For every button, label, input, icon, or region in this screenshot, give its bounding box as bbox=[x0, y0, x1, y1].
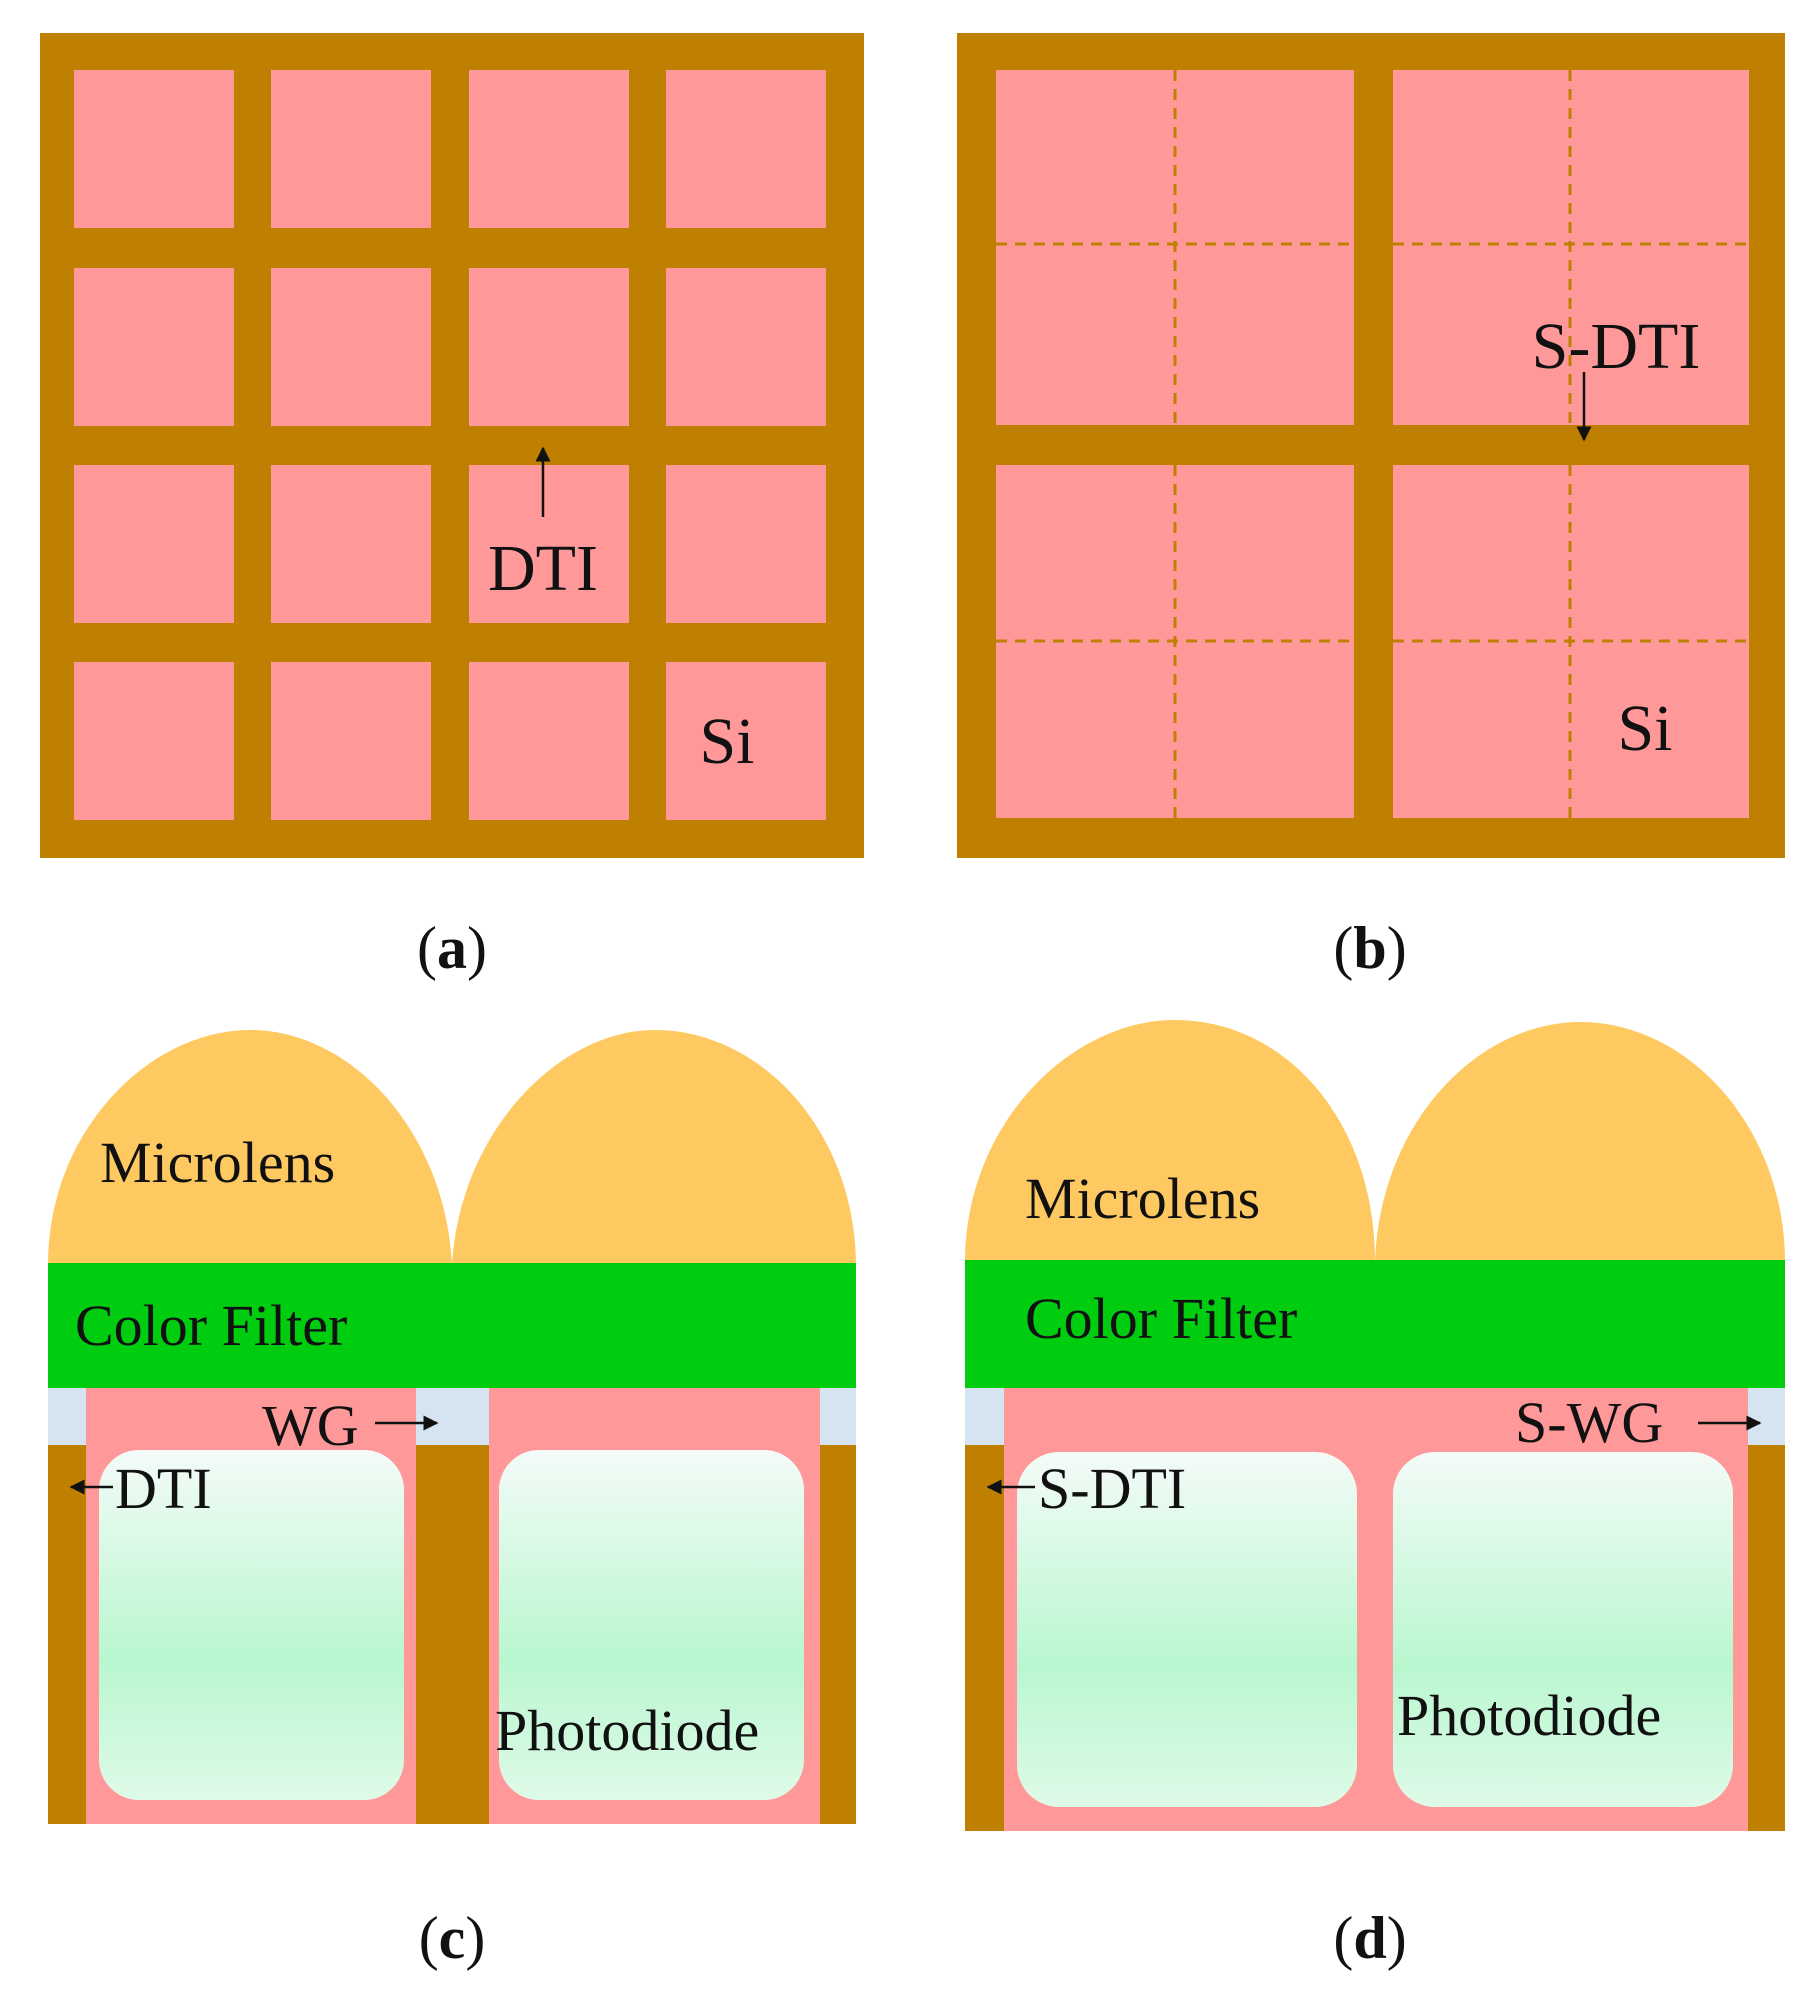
s-dti-label: S-DTI bbox=[1038, 1456, 1186, 1521]
silicon-pixel bbox=[271, 70, 431, 228]
photodiode bbox=[499, 1450, 804, 1800]
silicon-pixel bbox=[469, 465, 629, 623]
panel-b: S-DTI Si (b) bbox=[957, 33, 1785, 981]
panel-c: Microlens Color Filter WG DTI Photodiode… bbox=[48, 1030, 856, 1971]
silicon-pixel bbox=[271, 465, 431, 623]
silicon-pixel bbox=[271, 268, 431, 426]
microlens-left bbox=[48, 1030, 452, 1265]
silicon-pixel bbox=[666, 70, 826, 228]
silicon-pixel bbox=[271, 662, 431, 820]
s-dti-wall bbox=[965, 1445, 1004, 1831]
color-filter-label: Color Filter bbox=[75, 1293, 347, 1358]
s-dti-wall bbox=[1748, 1445, 1785, 1831]
caption-c-letter: c bbox=[439, 1905, 466, 1971]
silicon-pixel bbox=[666, 662, 826, 820]
si-label: Si bbox=[1617, 692, 1672, 765]
photodiode-label: Photodiode bbox=[495, 1698, 759, 1763]
shallow-waveguide bbox=[965, 1388, 1004, 1445]
panel-d: Microlens Color Filter S-WG S-DTI Photod… bbox=[965, 1020, 1785, 1971]
dti-wall bbox=[820, 1445, 856, 1824]
dti-wall bbox=[48, 1445, 86, 1824]
caption-c: (c) bbox=[419, 1905, 486, 1971]
photodiode bbox=[1017, 1452, 1357, 1807]
color-filter-label: Color Filter bbox=[1025, 1286, 1297, 1351]
waveguide bbox=[416, 1388, 489, 1445]
microlens-label: Microlens bbox=[1025, 1166, 1260, 1231]
silicon-pixel bbox=[469, 70, 629, 228]
silicon-pixel bbox=[74, 70, 234, 228]
color-filter-layer bbox=[965, 1260, 1785, 1388]
microlens-left bbox=[965, 1020, 1375, 1262]
photodiode-label: Photodiode bbox=[1397, 1683, 1661, 1748]
silicon-pixel bbox=[666, 268, 826, 426]
photodiode bbox=[1393, 1452, 1733, 1807]
caption-b-letter: b bbox=[1353, 915, 1386, 981]
microlens-label: Microlens bbox=[100, 1130, 335, 1195]
dti-label: DTI bbox=[488, 532, 598, 605]
caption-d-letter: d bbox=[1353, 1905, 1386, 1971]
silicon-pixel bbox=[469, 268, 629, 426]
caption-a-letter: a bbox=[437, 915, 467, 981]
s-dti-label: S-DTI bbox=[1532, 310, 1701, 383]
dti-label: DTI bbox=[115, 1456, 212, 1521]
silicon-pixel bbox=[74, 268, 234, 426]
silicon-pixel bbox=[666, 465, 826, 623]
wg-label: WG bbox=[262, 1393, 359, 1458]
si-label: Si bbox=[699, 705, 754, 778]
s-wg-label: S-WG bbox=[1515, 1390, 1663, 1455]
waveguide bbox=[820, 1388, 856, 1445]
microlens-right bbox=[452, 1030, 856, 1265]
silicon-pixel bbox=[74, 662, 234, 820]
color-filter-layer bbox=[48, 1263, 856, 1388]
s-dti-dashed-lines bbox=[996, 70, 1749, 818]
silicon-pixel bbox=[469, 662, 629, 820]
waveguide bbox=[48, 1388, 86, 1445]
microlens-right bbox=[1375, 1022, 1785, 1262]
shallow-waveguide bbox=[1748, 1388, 1785, 1445]
caption-b: (b) bbox=[1333, 915, 1406, 981]
panel-a: DTI Si (a) bbox=[40, 33, 864, 981]
silicon-pixel-grid bbox=[74, 70, 826, 820]
silicon-pixel bbox=[74, 465, 234, 623]
caption-d: (d) bbox=[1333, 1905, 1406, 1971]
caption-a: (a) bbox=[417, 915, 487, 981]
photodiode bbox=[99, 1450, 404, 1800]
dti-wall bbox=[416, 1445, 489, 1824]
